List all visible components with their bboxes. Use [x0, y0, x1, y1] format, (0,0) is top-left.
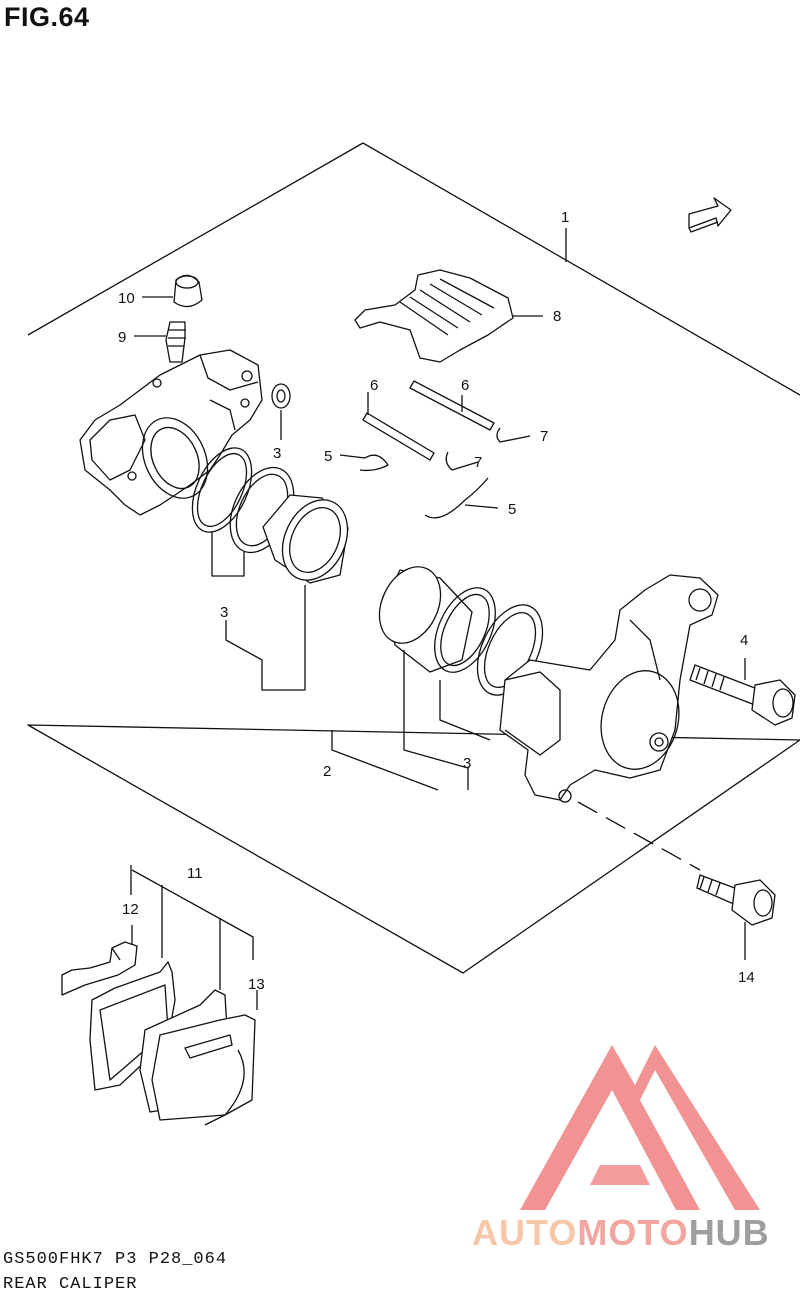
- pad-anti-squeal-shim: [151, 1014, 256, 1126]
- pad-set-bracket: [130, 865, 254, 990]
- bleeder-valve: [165, 321, 186, 363]
- pad-pin-right: [409, 380, 495, 431]
- callout-9: 9: [118, 329, 126, 346]
- piston-seal-upper: [191, 447, 253, 533]
- watermark-hub: HUB: [688, 1212, 770, 1253]
- pad-spring-clip-right: [424, 477, 499, 519]
- callout-11: 11: [187, 865, 203, 882]
- assembly-outline: [27, 142, 800, 974]
- watermark-logo-icon: [520, 1045, 760, 1210]
- washer: [271, 383, 291, 409]
- callout-2: 2: [323, 763, 331, 780]
- caliper-body-inner: [79, 349, 263, 516]
- callout-12: 12: [122, 901, 139, 918]
- caliper-body-outer: [499, 574, 719, 803]
- watermark-moto: MOTO: [577, 1212, 689, 1253]
- piston-upper: [262, 494, 349, 584]
- bolt-upper: [689, 664, 796, 726]
- piston-lower: [378, 566, 473, 673]
- callout-4: 4: [740, 632, 748, 649]
- pad-shim: [61, 941, 138, 996]
- bolt-lower: [696, 874, 776, 926]
- callout-14: 14: [738, 969, 755, 986]
- callout-1: 1: [561, 209, 569, 226]
- pad-pin-left: [362, 412, 435, 461]
- figure-title: FIG.64: [4, 2, 90, 32]
- callout-3: 3: [220, 604, 228, 621]
- callout-10: 10: [118, 290, 135, 307]
- callout-5: 5: [508, 501, 516, 518]
- watermark-auto: AUTO: [472, 1212, 578, 1253]
- callout-7: 7: [474, 454, 482, 471]
- bleeder-cap: [173, 274, 203, 308]
- fwd-arrow-icon: [688, 197, 732, 233]
- callout-3: 3: [463, 755, 471, 772]
- piston-seal-lower: [434, 587, 496, 673]
- callout-5: 5: [324, 448, 332, 465]
- callout-13: 13: [248, 976, 265, 993]
- watermark-text: AUTOMOTOHUB: [472, 1212, 770, 1254]
- pad-spring-clip-left: [339, 454, 389, 472]
- model-code: GS500FHK7 P3 P28_064: [3, 1250, 228, 1269]
- callout-6: 6: [370, 377, 378, 394]
- pad-spring: [354, 269, 514, 363]
- pin-clip-left: [445, 451, 479, 471]
- figure-subtitle: REAR CALIPER: [3, 1275, 138, 1294]
- callout-6: 6: [461, 377, 469, 394]
- callout-8: 8: [553, 308, 561, 325]
- callout-3: 3: [273, 445, 281, 462]
- callout-7: 7: [540, 428, 548, 445]
- pin-clip-right: [496, 427, 531, 443]
